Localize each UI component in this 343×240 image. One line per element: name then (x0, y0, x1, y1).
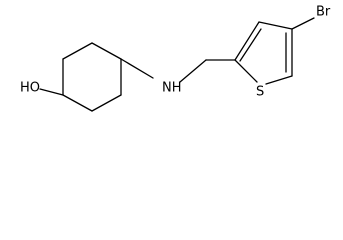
bond-c1-c2 (62, 42, 93, 60)
bond-c3-c4-thiophene (258, 21, 293, 30)
bond-sulfur-c2 (234, 59, 258, 83)
bond-nitrogen-ch2 (179, 59, 207, 83)
bond-c2-c3-thiophene-double (239, 28, 262, 62)
bromine-label: Br (316, 5, 331, 20)
cyclohexane-ring (62, 42, 122, 112)
thiophene-ring (234, 21, 293, 85)
hydroxyl-label: HO (20, 81, 40, 96)
bond-c2-c3-thiophene (234, 21, 260, 61)
sulfur-label: S (256, 85, 264, 100)
bond-c5-sulfur (265, 75, 293, 85)
bond-c3-nitrogen (120, 58, 154, 79)
bond-c6-oxygen (39, 88, 64, 96)
amine-label: NH (162, 81, 182, 96)
bond-c4-c5 (91, 94, 122, 112)
bond-c2-c3 (91, 42, 122, 60)
bond-c5-c6 (62, 94, 93, 112)
structure-diagram: HO NH S Br (20, 5, 331, 112)
bond-c4-bromine (291, 17, 315, 30)
